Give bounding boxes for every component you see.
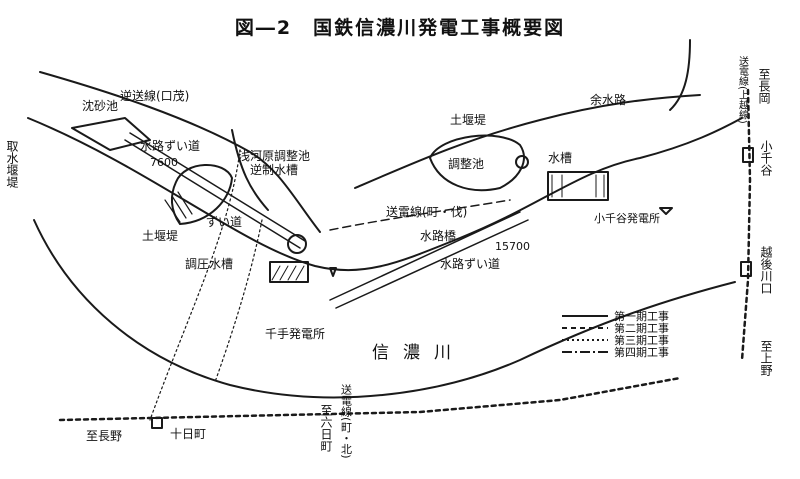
label-headrace-len-1: 7600 — [150, 156, 178, 169]
river-bank-north — [27, 117, 743, 272]
earth-dam-left-hatch — [164, 191, 193, 223]
headrace-tunnel-1 — [124, 132, 306, 249]
settling-pond-outline — [71, 117, 151, 151]
label-station-ojiya: 小千谷 — [759, 140, 773, 177]
legend: 第一期工事 第二期工事 第三期工事 第四期工事 — [562, 309, 669, 359]
railway-bottom — [58, 376, 682, 422]
label-spillway-right: 余水路 — [590, 92, 626, 107]
senju-powerhouse-hatch — [271, 265, 305, 281]
label-headrace-1: 水路ずい道 — [140, 138, 200, 153]
hill-line-outer — [669, 39, 691, 111]
label-waterway-bridge: 水路橋 — [420, 228, 456, 243]
left-contour-inner — [231, 129, 269, 211]
label-headrace-2: 水路ずい道 — [440, 256, 500, 271]
legend-item-4: 第四期工事 — [614, 345, 669, 359]
label-place-bottom-mid: 至六日町 — [319, 404, 333, 452]
senju-powerhouse — [269, 261, 309, 283]
label-route-bottom-mid: 送電線(町・北) — [340, 383, 353, 459]
label-intake-dam: 取水堰堤 — [5, 140, 19, 188]
legend-item-1: 第一期工事 — [614, 309, 669, 323]
tower-symbol-right — [659, 207, 673, 215]
label-place-mid-right: 越後川口 — [759, 246, 773, 294]
river-bank-south — [33, 219, 736, 399]
surge-tank-left — [287, 234, 307, 254]
label-river: 信濃川 — [372, 343, 465, 363]
label-earth-dam-top: 土堰堤 — [450, 113, 486, 127]
railway-right — [740, 88, 752, 362]
left-contour — [39, 71, 321, 233]
label-upper-reservoir: 浅河原調整池 — [238, 148, 310, 163]
station-ojiya-marker — [742, 147, 754, 163]
label-earth-dam-left: 土堰堤 — [142, 229, 178, 243]
map-title: 図―2 国鉄信濃川発電工事概要図 — [235, 16, 565, 39]
station-tokamachi-marker — [151, 417, 163, 429]
station-kawaguchi-marker — [740, 261, 752, 277]
label-power-station-right: 小千谷発電所 — [594, 211, 660, 225]
water-tank-hatch — [551, 174, 605, 198]
upper-reservoir — [170, 164, 233, 225]
label-place-bottom-left: 至長野 — [86, 429, 122, 443]
hill-line-upper — [354, 94, 701, 189]
tower-symbol-mid — [329, 267, 337, 277]
regulating-pond — [429, 134, 525, 192]
legend-item-3: 第三期工事 — [614, 333, 669, 347]
label-regulating-pond: 調整池 — [448, 156, 484, 171]
label-place-top-right: 至長岡 — [757, 68, 771, 104]
label-water-tank: 水槽 — [548, 151, 572, 165]
dotted-route-left — [149, 149, 241, 421]
legend-item-2: 第二期工事 — [614, 321, 669, 335]
label-spillway-top: 逆送線(口茂) — [120, 88, 189, 103]
label-transmission-line: 送電線(町・伐) — [386, 204, 467, 219]
label-headrace-len-2: 15700 — [495, 240, 530, 253]
label-line-right-top: 送電線(上越線) — [737, 55, 749, 124]
transmission-line-main — [329, 199, 511, 231]
water-tank — [547, 171, 609, 201]
dotted-route-mid — [214, 219, 263, 383]
label-station-tokamachi: 十日町 — [170, 427, 206, 441]
label-surge-tank-1: 逆制水槽 — [250, 162, 298, 177]
label-place-bottom-right: 至上野 — [759, 340, 773, 376]
label-head-tank-left: 調圧水槽 — [185, 257, 233, 271]
label-settling-pond: 沈砂池 — [82, 98, 118, 113]
headrace-tunnel-2 — [329, 211, 529, 309]
label-power-station-left: 千手発電所 — [265, 327, 325, 341]
label-tunnel-left: ずい道 — [206, 215, 242, 229]
pond-outlet — [515, 155, 529, 169]
